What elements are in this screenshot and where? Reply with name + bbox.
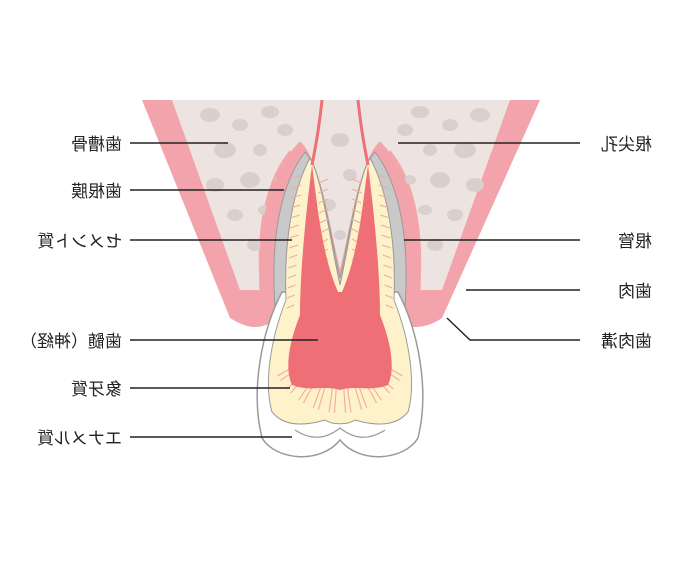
bone-spot — [427, 239, 443, 251]
bone-texture — [200, 106, 490, 251]
bone-spot — [240, 172, 260, 188]
bone-spot — [214, 142, 236, 158]
dentin-tubule — [383, 274, 393, 279]
bone-spot — [430, 172, 450, 188]
dentin-tubule — [286, 304, 295, 309]
dentin-tubule — [318, 188, 329, 194]
tooth-artwork — [142, 99, 540, 458]
bone-spot — [418, 205, 432, 215]
dentin-tubule — [381, 234, 391, 239]
dentin-tubule — [346, 384, 352, 413]
dentin-tubule — [379, 204, 390, 209]
dentin-tubule — [351, 218, 361, 224]
pulp-shape — [288, 165, 392, 390]
dentin-tubule — [290, 214, 300, 219]
dentin-tubule — [289, 224, 300, 229]
dentin-tubule — [333, 384, 338, 413]
dentin-tubule — [317, 178, 329, 184]
bone-spot — [442, 119, 458, 131]
label-gingival-sulcus: 歯肉溝 — [601, 332, 652, 352]
label-apical-foramen: 根尖孔 — [601, 135, 652, 155]
dentin-tubule — [289, 244, 298, 249]
bone-spot — [343, 169, 357, 181]
dentin-tubule — [318, 198, 329, 204]
dentin-tubule — [288, 264, 297, 269]
dentin-tubule — [351, 198, 362, 204]
bone-spot — [447, 209, 463, 221]
bone-spot — [331, 133, 349, 147]
dentin-tubule — [380, 214, 390, 219]
dentin-tubule — [383, 264, 392, 269]
dentin-tubule — [382, 244, 391, 249]
dentin-tubule — [377, 174, 389, 179]
bone-spot — [247, 239, 263, 251]
bone-spot — [206, 178, 224, 192]
dentin-tubule — [328, 384, 334, 413]
leader-gingival-sulcus — [446, 317, 580, 341]
dentin-tubule — [382, 254, 392, 259]
bone-spot — [227, 209, 243, 221]
bone-spot — [411, 106, 429, 118]
dentin-tubule — [378, 184, 389, 189]
dentin-tubule — [351, 188, 362, 194]
root-canal-vessel-left — [356, 99, 370, 166]
label-alveolar-bone: 歯槽骨 — [71, 135, 122, 155]
bone-spot — [277, 124, 293, 136]
dentin-tubule — [288, 254, 298, 259]
dentin-tubule — [379, 194, 389, 199]
dentin-tubule — [286, 294, 296, 299]
label-root-canal: 根管 — [618, 232, 652, 252]
dentin-tubule — [351, 178, 363, 184]
dentin-tubule — [351, 208, 362, 214]
dentin-tubule — [342, 384, 347, 413]
bone-spot — [397, 124, 413, 136]
bone-spot — [404, 175, 416, 185]
bone-spot — [466, 178, 484, 192]
label-cementum: セメント質 — [37, 232, 122, 252]
label-enamel: エナメル質 — [37, 429, 122, 449]
enamel-cusp-line — [294, 427, 386, 438]
labels-left: 歯槽骨 歯根膜 セメント質 歯髄（神経） 象牙質 エナメル質 — [20, 135, 122, 449]
label-dentin: 象牙質 — [71, 380, 122, 400]
bone-spot — [200, 108, 220, 122]
bone-spot — [253, 144, 267, 156]
bone-spot — [423, 144, 437, 156]
dentin-tubule — [287, 284, 296, 289]
label-periodontal-ligament: 歯根膜 — [71, 182, 122, 202]
bone-spot — [334, 230, 346, 240]
dentin-tubule — [290, 204, 301, 209]
bone-spot — [454, 142, 476, 158]
bone-spot — [232, 119, 248, 131]
dentin-tubule — [384, 294, 394, 299]
dentin-tubule — [319, 218, 329, 224]
dentin-tubule — [289, 234, 299, 239]
dentin-tubule — [384, 284, 393, 289]
labels-right: 根尖孔 根管 歯肉 歯肉溝 — [601, 135, 652, 352]
dentin-tubule — [385, 304, 394, 309]
dentin-tubule — [291, 194, 301, 199]
bone-spot — [261, 106, 279, 118]
dentin-tubule — [287, 274, 297, 279]
dentin-tubule — [291, 184, 302, 189]
label-pulp: 歯髄（神経） — [20, 332, 122, 352]
root-canal-vessel-right — [310, 99, 324, 166]
dentin-tubule — [291, 174, 303, 179]
leader-lines — [130, 142, 580, 438]
label-gingiva: 歯肉 — [618, 282, 652, 302]
bone-spot — [470, 108, 490, 122]
dentin-tubule — [380, 224, 391, 229]
dentin-tubule — [318, 208, 329, 214]
